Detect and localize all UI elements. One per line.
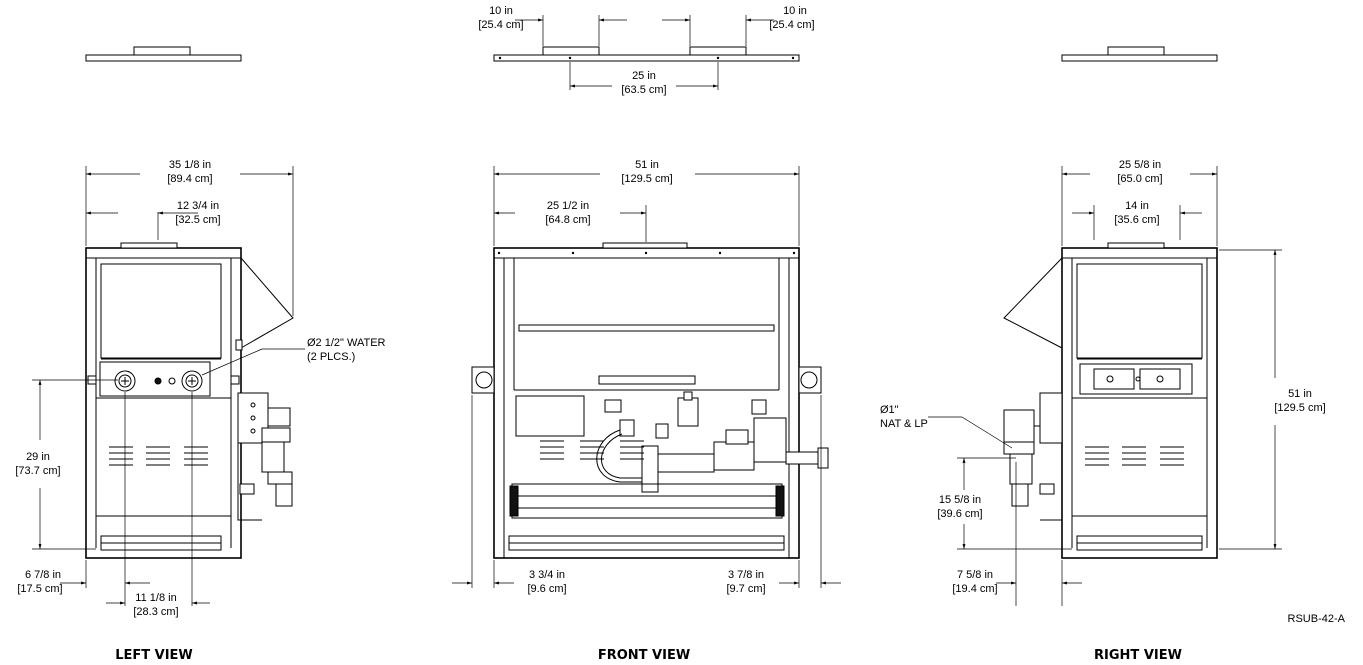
dim-right-inner [1072,205,1202,240]
leader-gas [928,416,1013,449]
dim-left-height-in: 29 in [26,451,50,463]
front-view-label: FRONT VIEW [598,648,690,663]
right-view-body [1003,242,1218,559]
dim-right-height [1219,249,1282,550]
top-right-plan [1061,46,1218,62]
top-front-plan [493,46,800,62]
dim-top-right-10-in: 10 in [783,5,807,17]
dim-left-offset-in: 6 7/8 in [25,569,61,581]
dim-front-right-cm: [9.7 cm] [726,583,765,595]
dim-front-inner-in: 25 1/2 in [547,200,589,212]
left-view-body [85,242,294,559]
gas-callout-line2: NAT & LP [880,418,928,430]
dim-front-width-cm: [129.5 cm] [621,173,672,185]
dim-right-inner-cm: [35.6 cm] [1114,214,1159,226]
dim-left-bottom-cm: [28.3 cm] [133,606,178,618]
dim-right-height-cm: [129.5 cm] [1274,402,1325,414]
left-view-label: LEFT VIEW [115,648,193,663]
dim-front-left-in: 3 3/4 in [529,569,565,581]
dim-top-right-10-cm: [25.4 cm] [769,19,814,31]
dim-top-25-cm: [63.5 cm] [621,84,666,96]
dim-front-right-in: 3 7/8 in [728,569,764,581]
dim-right-gas [957,457,1072,550]
water-callout-line1: Ø2 1/2" WATER [307,337,386,349]
dim-left-inner-cm: [32.5 cm] [175,214,220,226]
dim-left-offset-cm: [17.5 cm] [17,583,62,595]
dim-left-height-cm: [73.7 cm] [15,465,60,477]
water-callout-line2: (2 PLCS.) [307,351,355,363]
dim-right-gas-cm: [39.6 cm] [937,508,982,520]
dim-left-width-cm: [89.4 cm] [167,173,212,185]
dim-left-width [85,166,294,316]
dim-right-inner-in: 14 in [1125,200,1149,212]
dim-left-inner-in: 12 3/4 in [177,200,219,212]
dim-right-bottom [996,462,1082,606]
dim-front-sides [452,395,841,588]
dim-top-25 [569,62,719,90]
dim-right-bottom-in: 7 5/8 in [957,569,993,581]
dim-front-width [493,166,800,246]
dim-right-width-in: 25 5/8 in [1119,159,1161,171]
dim-left-height [32,379,118,550]
dim-left-width-in: 35 1/8 in [169,159,211,171]
dim-top-left-10-in: 10 in [489,5,513,17]
dim-right-height-in: 51 in [1288,388,1312,400]
dim-right-gas-in: 15 5/8 in [939,494,981,506]
dim-front-width-in: 51 in [635,159,659,171]
dim-left-inner [86,211,198,240]
dim-front-left-cm: [9.6 cm] [527,583,566,595]
top-left-plan [85,46,242,62]
dim-top-right-10 [662,15,774,46]
gas-callout-line1: Ø1" [880,404,899,416]
dim-right-width-cm: [65.0 cm] [1117,173,1162,185]
dim-left-offsets [60,392,210,606]
dim-top-left-10-cm: [25.4 cm] [478,19,523,31]
dim-left-bottom-in: 11 1/8 in [135,592,176,604]
dim-front-inner-cm: [64.8 cm] [545,214,590,226]
dim-right-width [1061,166,1218,246]
drawing-reference: RSUB-42-A [1288,613,1346,625]
dim-top-left-10 [515,15,627,46]
dim-right-bottom-cm: [19.4 cm] [952,583,997,595]
dim-front-inner [494,205,647,242]
dim-top-25-in: 25 in [632,70,656,82]
front-view-body [471,242,829,559]
right-view-label: RIGHT VIEW [1094,648,1182,663]
leader-water [201,348,305,376]
